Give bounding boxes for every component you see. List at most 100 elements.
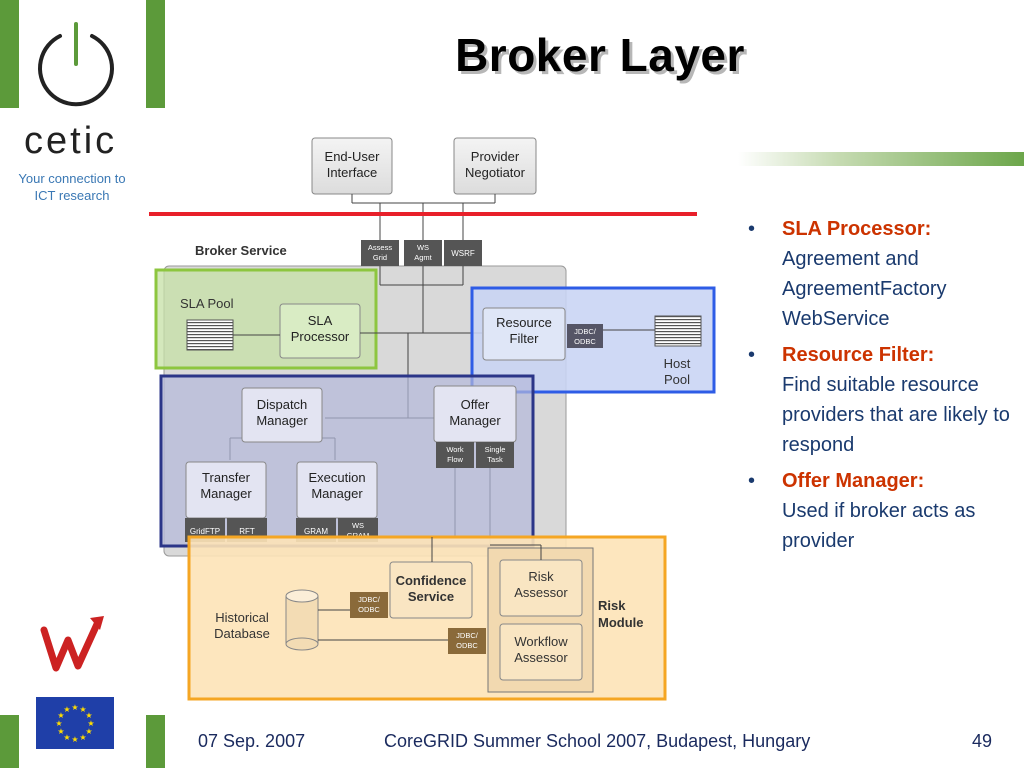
offer-label-2: Manager [449, 413, 501, 428]
historical-label-2: Database [214, 626, 270, 641]
transfer-manager-box: Transfer Manager [185, 461, 267, 519]
confidence-label-2: Service [408, 589, 454, 604]
workflow-assessor-label-2: Assessor [514, 650, 568, 665]
jdbc-confidence-label-2: ODBC [358, 605, 380, 614]
end-user-label-2: Interface [327, 165, 378, 180]
bullet-dot: • [748, 470, 756, 492]
end-user-interface-box: End-User Interface [311, 137, 393, 195]
footer-page-number: 49 [972, 731, 993, 751]
assess-grid-label-1: Assess [368, 243, 392, 252]
sla-processor-label-2: Processor [291, 329, 350, 344]
workflow-assessor-box: Workflow Assessor [499, 623, 583, 681]
bullet-head: SLA Processor: [782, 218, 932, 240]
broker-architecture-diagram: End-User Interface Provider Negotiator B… [149, 137, 716, 701]
jdbc-confidence-label-1: JDBC/ [358, 595, 381, 604]
green-bar-bottom-left [0, 715, 19, 768]
dispatch-label-2: Manager [256, 413, 308, 428]
footer-date: 07 Sep. 2007 [198, 731, 306, 751]
risk-assessor-box: Risk Assessor [499, 559, 583, 617]
svg-text:★: ★ [87, 719, 94, 728]
ws-gram-label-1: WS [352, 521, 364, 530]
bullet-body: Find suitable resource providers that ar… [782, 374, 1010, 456]
bullet-resource-filter: • Resource Filter: Find suitable resourc… [748, 340, 1018, 460]
svg-text:★: ★ [85, 727, 92, 736]
workflow-chip [436, 442, 474, 468]
jdbc-filter-label-1: JDBC/ [574, 327, 597, 336]
svg-text:★: ★ [79, 705, 86, 714]
resource-filter-label-1: Resource [496, 315, 552, 330]
resource-filter-box: Resource Filter [482, 307, 566, 361]
svg-text:★: ★ [63, 705, 70, 714]
workflow-label-1: Work [446, 445, 464, 454]
assess-grid-label-2: Grid [373, 253, 387, 262]
provider-label-2: Negotiator [465, 165, 526, 180]
transfer-label-1: Transfer [202, 470, 251, 485]
svg-text:★: ★ [85, 711, 92, 720]
historical-label-1: Historical [215, 610, 269, 625]
green-bar-top-middle [146, 0, 165, 108]
logo-text: cetic [24, 120, 118, 162]
interface-chips: Assess Grid WS Agmt WSRF [361, 240, 482, 266]
confidence-label-1: Confidence [396, 573, 467, 588]
jdbc-chip-workflow [448, 628, 486, 654]
execution-manager-box: Execution Manager [296, 461, 378, 519]
offer-label-1: Offer [461, 397, 490, 412]
jdbc-chip-confidence [350, 592, 388, 618]
svg-text:★: ★ [57, 727, 64, 736]
rft-label: RFT [239, 527, 255, 536]
w-logo-icon [40, 616, 104, 672]
svg-text:★: ★ [63, 733, 70, 742]
ws-agmt-label-1: WS [417, 243, 429, 252]
svg-text:★: ★ [71, 703, 78, 712]
svg-text:★: ★ [57, 711, 64, 720]
eu-flag-icon: ★★★ ★★★ ★★★ ★★★ [36, 697, 114, 749]
single-task-label-2: Task [487, 455, 503, 464]
title-divider-gradient [738, 152, 1024, 166]
risk-assessor-label-2: Assessor [514, 585, 568, 600]
end-user-label-1: End-User [325, 149, 381, 164]
bullet-dot: • [748, 344, 756, 366]
database-cylinder-icon [285, 589, 319, 651]
risk-connectors [318, 537, 542, 641]
confidence-service-box: Confidence Service [389, 561, 473, 619]
sla-processor-box: SLA Processor [279, 303, 361, 359]
host-pool-label-1: Host [664, 356, 691, 371]
green-bar-top-left [0, 0, 19, 108]
svg-text:★: ★ [71, 735, 78, 744]
bullet-dot: • [748, 218, 756, 240]
transfer-label-2: Manager [200, 486, 252, 501]
bullet-offer-manager: • Offer Manager: Used if broker acts as … [748, 466, 1018, 556]
wsrf-label: WSRF [451, 249, 475, 258]
dispatch-label-1: Dispatch [257, 397, 308, 412]
sla-pool-label: SLA Pool [180, 296, 234, 311]
gridftp-label: GridFTP [190, 527, 220, 536]
provider-negotiator-box: Provider Negotiator [453, 137, 537, 195]
logo-tagline: Your connection to ICT research [8, 170, 136, 204]
execution-label-1: Execution [308, 470, 365, 485]
single-task-label-1: Single [485, 445, 506, 454]
slide-title: Broker Layer [455, 29, 745, 81]
dispatch-manager-box: Dispatch Manager [241, 387, 323, 443]
broker-service-label: Broker Service [195, 243, 287, 258]
risk-module-label-1: Risk [598, 598, 626, 613]
svg-text:★: ★ [79, 733, 86, 742]
offer-manager-box: Offer Manager [433, 385, 517, 443]
resource-filter-label-2: Filter [510, 331, 540, 346]
tagline-line-2: ICT research [34, 188, 110, 203]
provider-label-1: Provider [471, 149, 520, 164]
bullet-head: Offer Manager: [782, 470, 925, 492]
svg-text:★: ★ [55, 719, 62, 728]
ws-agmt-label-2: Agmt [414, 253, 432, 262]
sla-pool-storage-icon [186, 319, 234, 351]
jdbc-filter-label-2: ODBC [574, 337, 596, 346]
bullet-body: Used if broker acts as provider [782, 500, 976, 552]
execution-label-2: Manager [311, 486, 363, 501]
workflow-assessor-label-1: Workflow [514, 634, 568, 649]
bullet-head: Resource Filter: [782, 344, 935, 366]
single-task-chip [476, 442, 514, 468]
jdbc-workflow-label-2: ODBC [456, 641, 478, 650]
risk-assessor-label-1: Risk [528, 569, 554, 584]
top-connectors [351, 194, 496, 240]
risk-module-label-2: Module [598, 615, 644, 630]
bullet-sla-processor: • SLA Processor: Agreement and Agreement… [748, 214, 1018, 334]
